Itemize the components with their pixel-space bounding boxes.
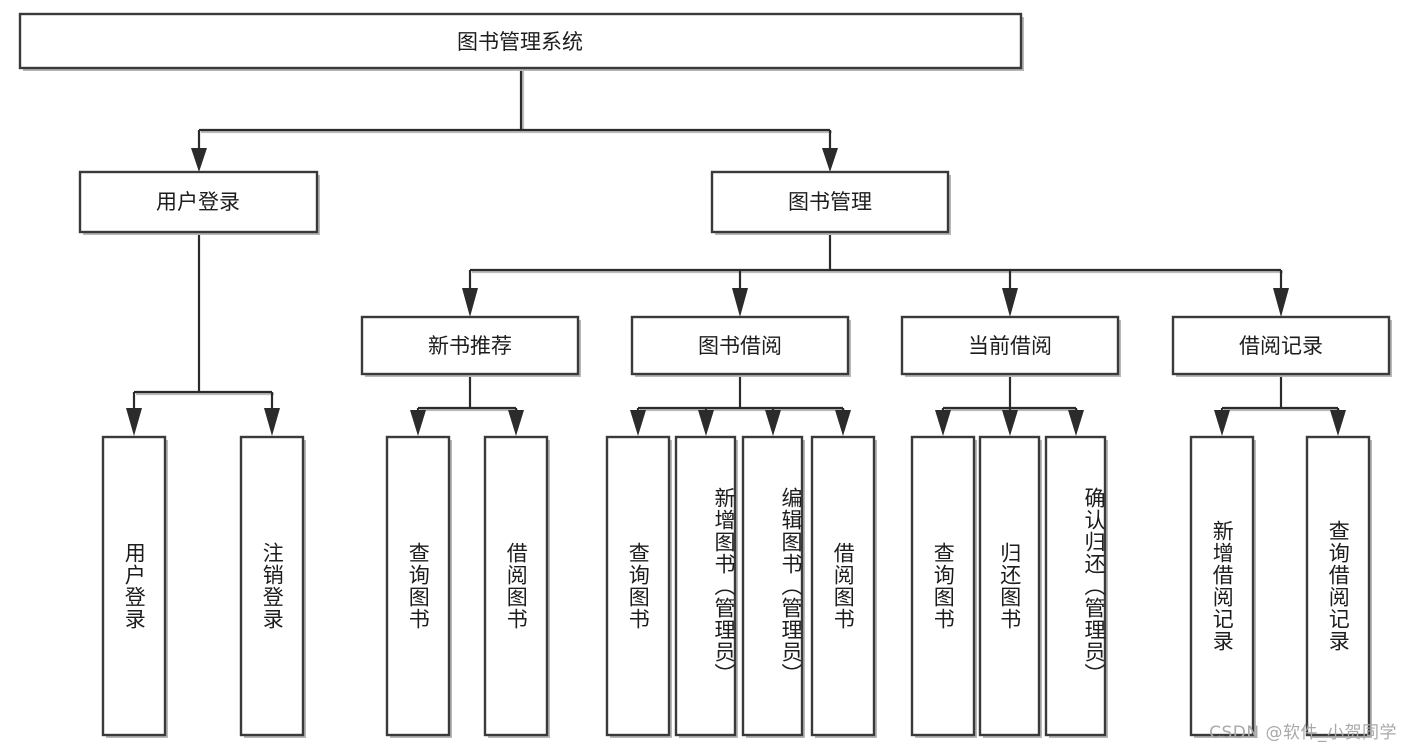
arrow-leaf-edit-book-admin	[765, 410, 781, 436]
label-borrow-record: 借阅记录	[1239, 334, 1323, 358]
arrow-leaf-query-borrow-record	[1330, 410, 1346, 436]
node-leaf-user-login-box[interactable]	[101, 435, 167, 737]
node-leaf-logout-login-box[interactable]	[239, 435, 305, 737]
node-layer	[18, 12, 1392, 738]
node-leaf-query-book-current-box[interactable]	[910, 435, 976, 737]
edge-layer	[126, 69, 1346, 436]
arrow-book-manage	[822, 148, 838, 172]
arrow-leaf-user-login	[126, 408, 142, 436]
node-leaf-borrow-book-rec-box[interactable]	[483, 435, 549, 737]
arrow-book-borrow	[732, 288, 748, 317]
node-leaf-query-book-rec-box[interactable]	[385, 435, 451, 737]
label-root: 图书管理系统	[457, 30, 583, 54]
node-leaf-edit-book-admin-box[interactable]	[741, 435, 804, 737]
arrow-leaf-add-borrow-record	[1214, 410, 1230, 436]
arrow-new-book-recommend	[462, 288, 478, 317]
arrow-leaf-borrow-book	[835, 410, 851, 436]
node-leaf-return-book-box[interactable]	[978, 435, 1041, 737]
arrow-leaf-query-book-rec	[410, 410, 426, 436]
arrow-leaf-borrow-book-rec	[508, 410, 524, 436]
node-root-box[interactable]	[18, 12, 1023, 70]
arrow-user-login	[191, 148, 207, 172]
node-leaf-query-borrow-record-box[interactable]	[1305, 435, 1371, 737]
label-book-manage: 图书管理	[788, 190, 872, 214]
node-leaf-query-book-borrow-box[interactable]	[605, 435, 671, 737]
node-book-borrow-box[interactable]	[630, 315, 850, 376]
label-layer-horizontal: 图书管理系统 用户登录 图书管理 新书推荐 图书借阅 当前借阅 借阅记录	[156, 30, 1323, 358]
arrow-leaf-confirm-return-admin	[1068, 410, 1084, 436]
node-current-borrow-box[interactable]	[900, 315, 1120, 376]
node-book-manage-box[interactable]	[710, 170, 950, 234]
node-leaf-add-book-admin-box[interactable]	[674, 435, 737, 737]
arrow-leaf-query-book-current	[935, 410, 951, 436]
node-user-login-box[interactable]	[78, 170, 319, 234]
node-leaf-add-borrow-record-box[interactable]	[1189, 435, 1255, 737]
node-borrow-record-box[interactable]	[1171, 315, 1391, 376]
arrow-leaf-logout-login	[264, 408, 280, 436]
arrow-leaf-query-book-borrow	[630, 410, 646, 436]
node-new-book-recommend-box[interactable]	[360, 315, 580, 376]
arrow-leaf-return-book	[1002, 410, 1018, 436]
label-current-borrow: 当前借阅	[968, 334, 1052, 358]
arrow-current-borrow	[1002, 288, 1018, 317]
watermark-text: CSDN @软件_小贺同学	[1209, 723, 1397, 743]
label-user-login: 用户登录	[156, 190, 240, 214]
label-new-book-recommend: 新书推荐	[428, 334, 512, 358]
label-book-borrow: 图书借阅	[698, 334, 782, 358]
node-leaf-borrow-book-box[interactable]	[810, 435, 876, 737]
node-leaf-confirm-return-admin-box[interactable]	[1044, 435, 1107, 737]
arrow-borrow-record	[1273, 288, 1289, 317]
arrow-leaf-add-book-admin	[698, 410, 714, 436]
